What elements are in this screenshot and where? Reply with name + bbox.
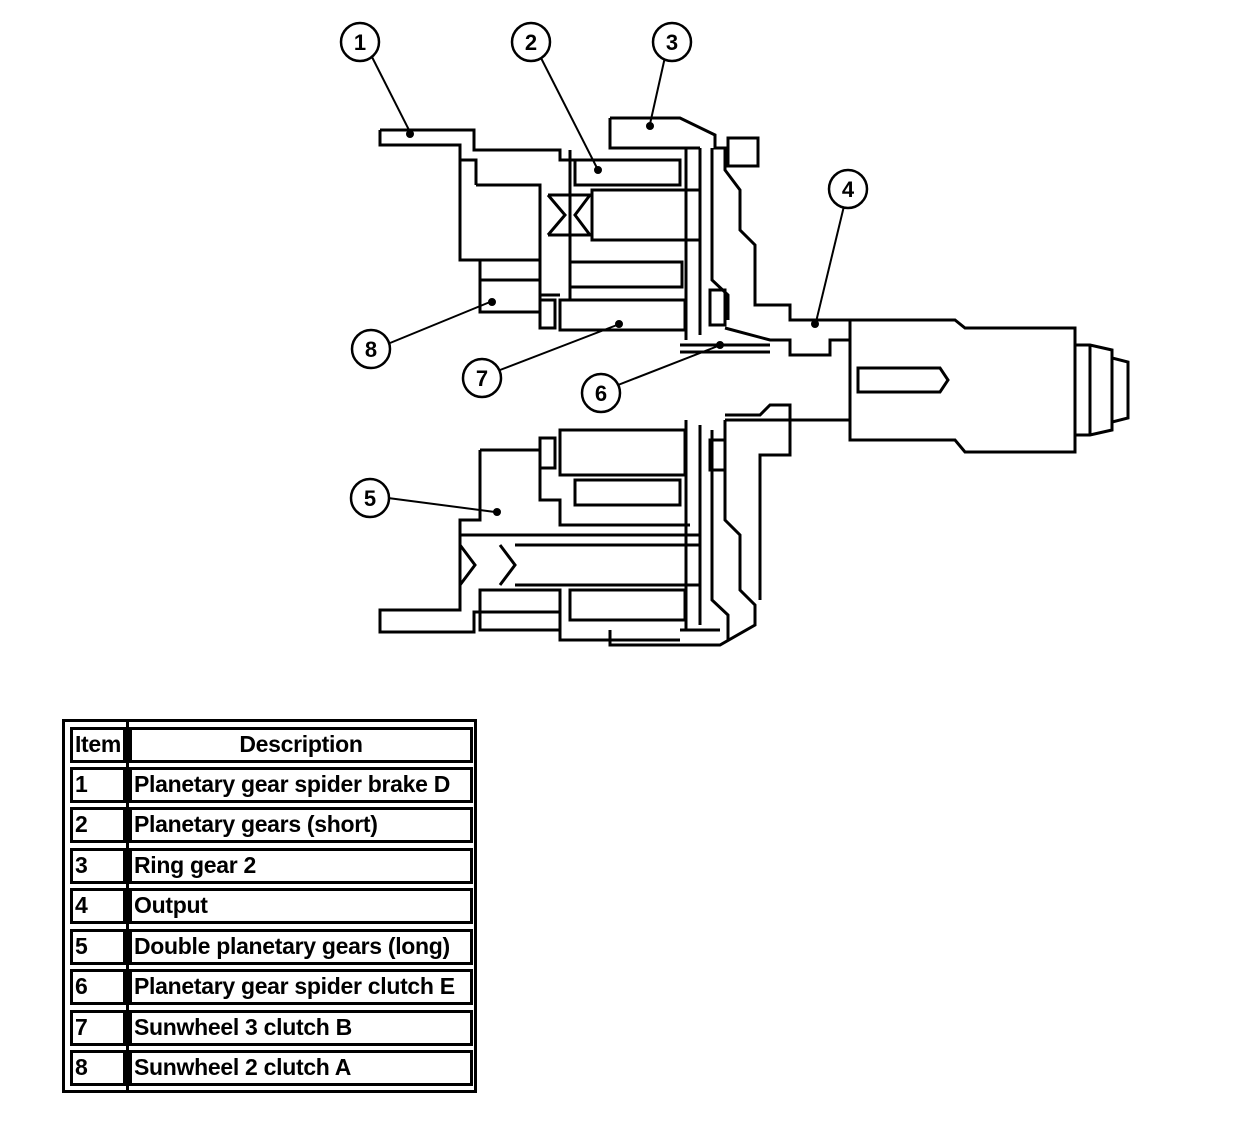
- row-description: Planetary gear spider brake D: [129, 767, 473, 803]
- callout-label: 3: [666, 30, 678, 55]
- row-item: 4: [70, 888, 126, 924]
- callout-3: 3: [651, 21, 693, 63]
- gearset-cross-section-diagram: 1 2 3 4 5 6 7 8: [339, 21, 1130, 647]
- ring-gear-2: [610, 116, 850, 322]
- row-description: Double planetary gears (long): [129, 929, 473, 965]
- row-item: 2: [70, 807, 126, 843]
- output-shaft: [724, 318, 1130, 454]
- callout-label: 1: [354, 30, 366, 55]
- callout-5: 5: [349, 477, 391, 519]
- callout-label: 8: [365, 337, 377, 362]
- row-description: Ring gear 2: [129, 848, 473, 884]
- row-description: Sunwheel 2 clutch A: [129, 1050, 473, 1086]
- header-description: Description: [129, 727, 473, 763]
- callout-label: 4: [842, 177, 855, 202]
- row-item: 1: [70, 767, 126, 803]
- legend-table: Item Description 1 Planetary gear spider…: [62, 719, 477, 1093]
- row-item: 8: [70, 1050, 126, 1086]
- short-planet-gear-upper: [573, 158, 682, 187]
- header-item: Item: [70, 727, 126, 763]
- row-description: Output: [129, 888, 473, 924]
- callout-7: 7: [461, 357, 503, 399]
- row-description: Planetary gears (short): [129, 807, 473, 843]
- callout-label: 7: [476, 366, 488, 391]
- row-item: 5: [70, 929, 126, 965]
- row-item: 7: [70, 1010, 126, 1046]
- callout-2: 2: [510, 21, 552, 63]
- row-description: Sunwheel 3 clutch B: [129, 1010, 473, 1046]
- callout-6: 6: [580, 372, 622, 414]
- callout-label: 5: [364, 486, 376, 511]
- row-item: 6: [70, 969, 126, 1005]
- row-item: 3: [70, 848, 126, 884]
- row-description: Planetary gear spider clutch E: [129, 969, 473, 1005]
- callout-8: 8: [350, 328, 392, 370]
- callout-label: 6: [595, 381, 607, 406]
- callout-label: 2: [525, 30, 537, 55]
- callout-1: 1: [339, 21, 381, 63]
- double-planet-gear-lower: [480, 448, 690, 527]
- callout-4: 4: [827, 168, 869, 210]
- column-divider: [126, 722, 129, 1090]
